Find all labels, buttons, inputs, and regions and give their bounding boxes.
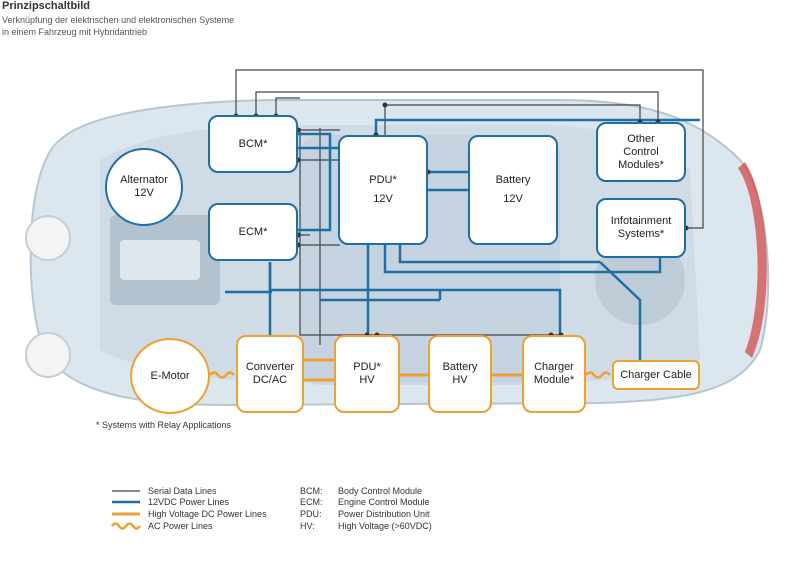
legend-ac-label: AC Power Lines (148, 521, 213, 531)
converter-label-1: Converter (245, 361, 295, 373)
info-label-1: Infotainment (610, 215, 672, 227)
abbr-val-hv: High Voltage (>60VDC) (338, 521, 432, 531)
bcm-label: BCM* (238, 137, 268, 150)
pdu12-label: PDU* (369, 174, 397, 186)
pduhv-voltage: HV (359, 374, 375, 386)
ecm-module: ECM* (208, 203, 298, 261)
ecm-label: ECM* (238, 225, 268, 238)
hv-dc-power-lines (304, 358, 522, 382)
alternator-voltage: 12V (134, 187, 154, 199)
headlight-bottom-icon (25, 332, 71, 378)
bcm-module: BCM* (208, 115, 298, 173)
legend-12vdc-label: 12VDC Power Lines (148, 497, 230, 507)
info-label-2: Systems* (617, 228, 665, 240)
abbr-key-pdu: PDU: (300, 509, 322, 519)
charger-label-1: Charger (534, 361, 574, 373)
abbr-key-bcm: BCM: (300, 486, 323, 496)
headlight-top-icon (25, 215, 71, 261)
legend-swatches (110, 490, 142, 530)
alternator-12v: Alternator 12V (105, 148, 183, 226)
other-label-3: Modules* (618, 158, 664, 171)
other-label-2: Control (623, 145, 659, 158)
legend-ac-swatch (110, 522, 142, 530)
other-control-modules: Other Control Modules* (596, 122, 686, 182)
ac-power-lines (209, 371, 611, 379)
abbr-val-pdu: Power Distribution Unit (338, 509, 430, 519)
battery12-voltage: 12V (503, 193, 523, 205)
converter-label-2: DC/AC (252, 374, 288, 386)
battery-hv: Battery HV (428, 335, 492, 413)
batteryhv-label: Battery (442, 361, 478, 373)
12vdc-power-lines (225, 118, 700, 360)
converter-dc-ac: Converter DC/AC (236, 335, 304, 413)
legend-hvdc-label: High Voltage DC Power Lines (148, 509, 267, 519)
e-motor: E-Motor (130, 338, 210, 414)
infotainment-systems: Infotainment Systems* (596, 198, 686, 258)
charger-module: Charger Module* (522, 335, 586, 413)
legend-serial-label: Serial Data Lines (148, 486, 217, 496)
footnote: * Systems with Relay Applications (96, 420, 232, 430)
abbr-key-ecm: ECM: (300, 497, 323, 507)
pdu-12v: PDU* 12V (338, 135, 428, 245)
pdu12-voltage: 12V (373, 193, 393, 205)
charger-label-2: Module* (533, 374, 575, 386)
abbr-val-bcm: Body Control Module (338, 486, 423, 496)
other-label-1: Other (627, 132, 655, 145)
pdu-hv: PDU* HV (334, 335, 400, 413)
battery12-label: Battery (495, 174, 531, 186)
subtitle-line-2: in einem Fahrzeug mit Hybridantrieb (2, 27, 148, 37)
emotor-label: E-Motor (150, 369, 190, 382)
battery-12v: Battery 12V (468, 135, 558, 245)
abbr-key-hv: HV: (300, 521, 315, 531)
page-title: Prinzipschaltbild (2, 0, 91, 12)
batteryhv-voltage: HV (452, 374, 468, 386)
charger-cable: Charger Cable (612, 360, 700, 390)
abbr-val-ecm: Engine Control Module (338, 497, 430, 507)
page-subtitle: Verknüpfung der elektrischen und elektro… (2, 14, 302, 38)
charger-cable-label: Charger Cable (620, 368, 692, 381)
alternator-label: Alternator (120, 174, 168, 186)
subtitle-line-1: Verknüpfung der elektrischen und elektro… (2, 15, 235, 25)
pduhv-label: PDU* (353, 361, 381, 373)
